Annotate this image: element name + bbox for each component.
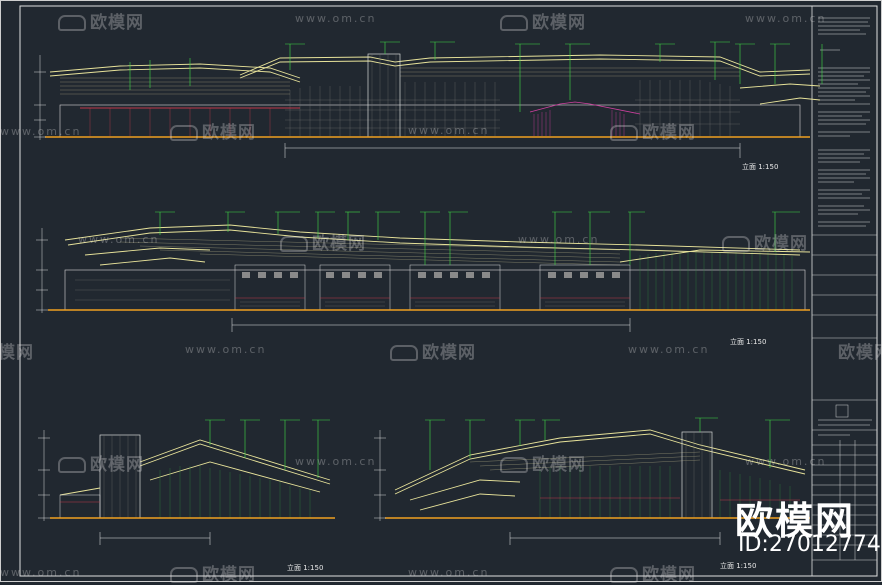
watermark-brand: 欧模网: [500, 450, 586, 475]
watermark-brand: 欧模网: [280, 229, 366, 254]
watermark-brand: 欧模网: [610, 560, 696, 585]
sofa-logo-icon: [500, 15, 528, 31]
sofa-logo-icon: [170, 567, 198, 583]
sofa-logo-icon: [58, 457, 86, 473]
elevation-1-drawing: [34, 41, 823, 158]
sheet-inner-border: [19, 5, 878, 577]
elevation-1-caption: 立面 1:150: [742, 163, 779, 171]
elevation-2-drawing: [36, 211, 811, 332]
watermark-url: www.om.cn: [295, 455, 377, 468]
watermark-brand: 欧模网: [838, 343, 882, 363]
watermark-brand: 欧模网: [390, 338, 476, 363]
sofa-logo-icon: [500, 457, 528, 473]
watermark-url: www.om.cn: [0, 566, 82, 579]
watermark-url: www.om.cn: [628, 343, 710, 356]
sofa-logo-icon: [390, 345, 418, 361]
sofa-logo-icon: [610, 567, 638, 583]
watermark-url: www.om.cn: [185, 343, 267, 356]
watermark-url: www.om.cn: [408, 566, 490, 579]
watermark-brand: 欧模网: [500, 8, 586, 33]
watermark-url: www.om.cn: [0, 125, 82, 138]
elevation-3-caption: 立面 1:150: [287, 564, 324, 572]
watermark-brand: 欧模网: [58, 450, 144, 475]
elevation-2-caption: 立面 1:150: [730, 338, 767, 346]
notes-text-block: [818, 17, 872, 436]
watermark-brand: 欧模网: [58, 8, 144, 33]
sofa-logo-icon: [610, 125, 638, 141]
title-block: [812, 234, 877, 561]
sofa-logo-icon: [170, 125, 198, 141]
watermark-url: www.om.cn: [295, 12, 377, 25]
sofa-logo-icon: [280, 236, 308, 252]
watermark-url: www.om.cn: [745, 455, 827, 468]
model-id-label: ID:27012774: [738, 532, 881, 557]
watermark-brand: 欧模网: [170, 118, 256, 143]
elevation-3-drawing: [38, 419, 335, 545]
sofa-logo-icon: [58, 15, 86, 31]
watermark-brand: 欧模网: [170, 560, 256, 585]
elevation-4-caption: 立面 1:150: [720, 562, 757, 570]
watermark-url: www.om.cn: [745, 12, 827, 25]
watermark-url: www.om.cn: [518, 233, 600, 246]
watermark-brand: 欧模网: [610, 118, 696, 143]
watermark-brand: 欧模网: [722, 229, 808, 254]
watermark-large-brand: 欧模网: [735, 499, 856, 543]
watermark-url: www.om.cn: [78, 233, 160, 246]
sofa-logo-icon: [722, 236, 750, 252]
watermark-brand: 欧模网: [0, 343, 34, 363]
watermark-url: www.om.cn: [408, 124, 490, 137]
